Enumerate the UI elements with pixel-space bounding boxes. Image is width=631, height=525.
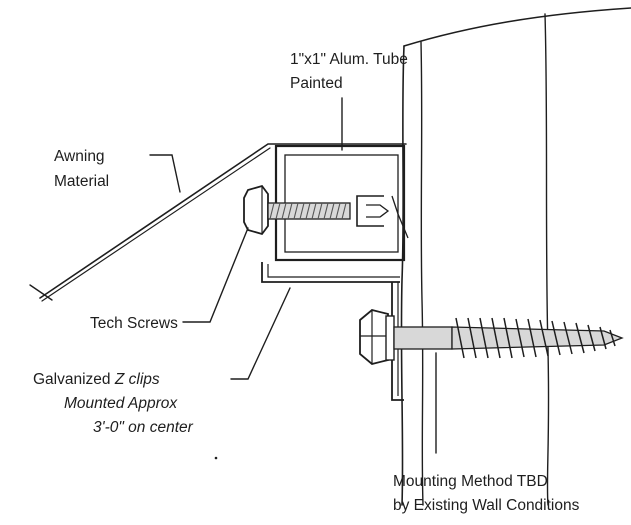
tech-screw-bent-tab (391, 195, 409, 239)
labels: 1"x1" Alum. Tube Painted Awning Material… (33, 51, 580, 514)
wall-right-edge (544, 13, 550, 506)
z-clip-upper-web-inner (267, 264, 400, 278)
existing-wall (400, 7, 631, 506)
tech-screw-hex-head (243, 184, 269, 236)
lag-screw-washer (385, 315, 395, 361)
label-mounting-line2: by Existing Wall Conditions (393, 497, 580, 514)
wall-face-outer (400, 45, 405, 506)
tech-screw-threads (269, 202, 347, 220)
lag-screw-hex-head (359, 309, 389, 365)
label-tech-screws: Tech Screws (90, 315, 178, 332)
leader-lines (149, 97, 437, 454)
lag-screw-threaded-body (451, 326, 624, 350)
label-tube-line2: Painted (290, 75, 343, 92)
label-mounting-line1: Mounting Method TBD (393, 473, 548, 490)
label-zclip-italic: Z clips (114, 371, 160, 388)
label-tube-line1: 1"x1" Alum. Tube (290, 51, 408, 68)
wall-face-inner (420, 41, 424, 506)
label-awning-line1: Awning (54, 148, 105, 165)
label-awning-line2: Material (54, 173, 109, 190)
awning-fabric-line-top (39, 143, 407, 299)
z-clip-upper-web (261, 262, 400, 283)
leader-awning (149, 154, 181, 193)
awning-end-tick (29, 284, 53, 301)
lag-screw (359, 309, 624, 365)
label-zclip-line3: 3'-0" on center (93, 419, 194, 436)
leader-z-clips (230, 287, 291, 380)
tech-screw-tip-clip (356, 195, 384, 227)
lag-screw-threads (455, 317, 616, 359)
tech-screw (243, 184, 409, 239)
awning-material (29, 143, 407, 302)
awning-fabric-line-bottom (41, 147, 271, 302)
label-zclip-line1: Galvanized Z clips (33, 371, 160, 388)
label-zclip-line2: Mounted Approx (64, 395, 178, 412)
label-zclip-plain: Galvanized (33, 371, 115, 388)
stray-ink-dot (214, 456, 218, 460)
leader-tech-screws (182, 227, 249, 323)
wall-top-edge (403, 7, 631, 47)
tech-screw-tip (366, 204, 390, 218)
lag-screw-shank (393, 326, 453, 350)
